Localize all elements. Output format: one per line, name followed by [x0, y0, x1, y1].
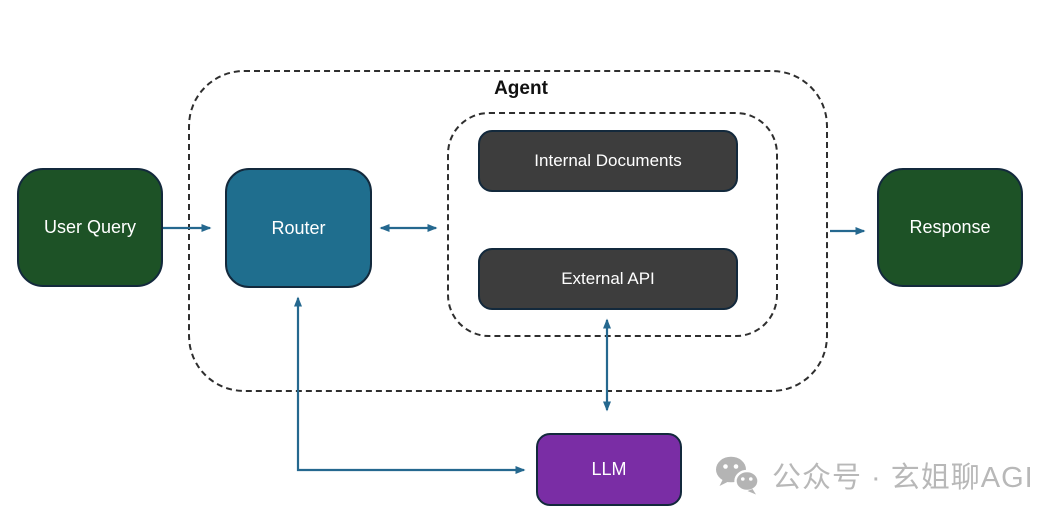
tools-container [447, 112, 778, 337]
node-llm: LLM [536, 433, 682, 506]
node-response-label: Response [909, 217, 991, 237]
node-user-query: User Query [17, 168, 163, 287]
node-internal-documents-label: Internal Documents [534, 151, 682, 170]
node-external-api: External API [478, 248, 738, 310]
agent-container-label: Agent [494, 78, 548, 99]
watermark-text: 公众号 · 玄姐聊AGI [772, 462, 1034, 494]
node-response: Response [877, 168, 1023, 287]
watermark: 公众号 · 玄姐聊AGI [714, 454, 1034, 496]
node-external-api-label: External API [561, 269, 655, 288]
wechat-icon [716, 456, 760, 495]
node-router-label: Router [271, 217, 326, 238]
node-router: Router [225, 168, 372, 288]
node-llm-label: LLM [591, 459, 627, 479]
node-internal-documents: Internal Documents [478, 130, 738, 192]
node-user-query-label: User Query [43, 217, 137, 237]
